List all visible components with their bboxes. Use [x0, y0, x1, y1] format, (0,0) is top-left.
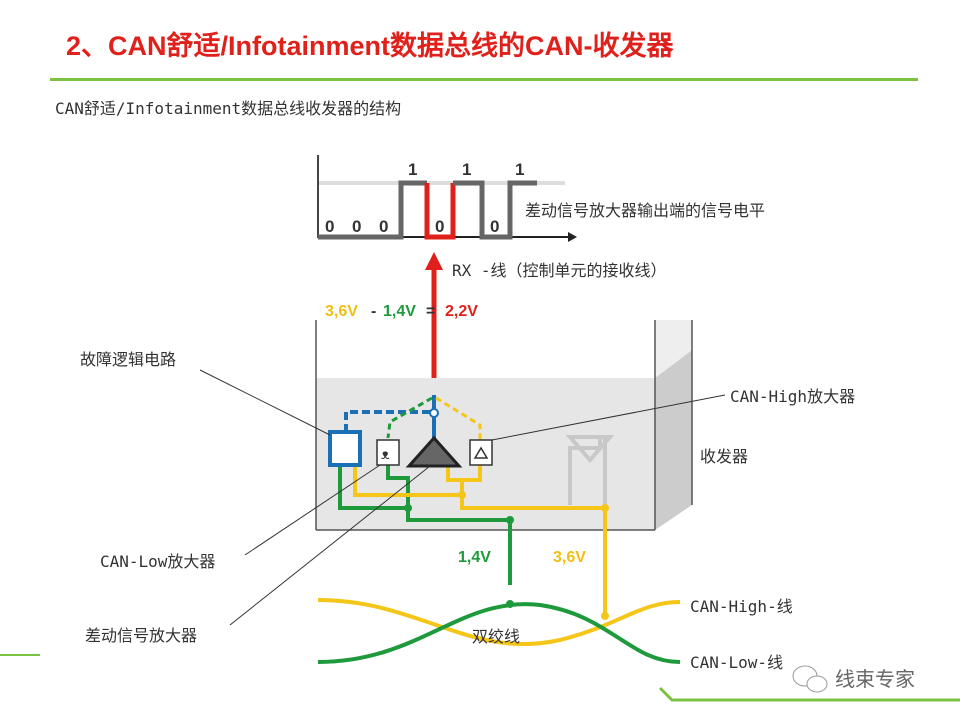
bit-label: 0 [490, 217, 499, 236]
watermark: 线束专家 [835, 667, 915, 691]
bit-label: 1 [408, 160, 417, 179]
up-arrow-icon [425, 252, 443, 270]
voltage-equation: 3,6V - 1,4V = 2,2V [325, 303, 478, 320]
label-transceiver: 收发器 [700, 447, 748, 466]
label-can-high-wire: CAN-High-线 [690, 597, 793, 616]
amplifier-icon [473, 446, 489, 459]
equation-result: 2,2V [445, 303, 478, 320]
label-high-voltage: 3,6V [553, 549, 586, 566]
equation-low: 1,4V [383, 303, 416, 320]
red-bit-segment [424, 183, 456, 240]
can-high-wire [317, 598, 681, 646]
can-low-amplifier [376, 439, 400, 466]
label-can-low-amp: CAN-Low放大器 [100, 552, 215, 571]
can-high-amplifier [469, 439, 493, 466]
slide-title: 2、CAN舒适/Infotainment数据总线的CAN-收发器 [66, 31, 674, 61]
bit-label: 0 [325, 217, 334, 236]
label-can-high-amp: CAN-High放大器 [730, 387, 855, 406]
bit-label: 1 [462, 160, 471, 179]
equation-high: 3,6V [325, 303, 358, 320]
can-low-wire-internal [338, 465, 512, 585]
bit-label: 0 [352, 217, 361, 236]
can-high-wire-internal [460, 495, 607, 615]
fault-logic-block [328, 430, 362, 467]
differential-amplifier-icon [405, 435, 463, 468]
can-low-wire [317, 602, 681, 664]
label-fault-logic: 故障逻辑电路 [80, 350, 176, 369]
waveform-label: 差动信号放大器输出端的信号电平 [525, 201, 765, 220]
label-diff-amp: 差动信号放大器 [85, 626, 197, 645]
bit-label: 0 [435, 217, 444, 236]
title-divider [50, 78, 918, 81]
wechat-icon [792, 665, 828, 693]
rx-label: RX -线（控制单元的接收线） [452, 261, 667, 280]
footer-divider-left [0, 654, 40, 656]
bit-label: 1 [515, 160, 524, 179]
equation-equals: = [426, 303, 435, 320]
equation-minus: - [371, 303, 376, 320]
label-low-voltage: 1,4V [458, 549, 491, 566]
label-twisted-pair: 双绞线 [472, 627, 520, 646]
transceiver-box [315, 320, 693, 531]
footer-divider-right [658, 686, 960, 702]
bit-label: 0 [379, 217, 388, 236]
label-can-low-wire: CAN-Low-线 [690, 653, 783, 672]
arrow-icon [568, 232, 577, 242]
signal-waveform: 0 0 0 1 1 1 0 0 差动信号放大器输出端的信号电平 [317, 155, 765, 242]
diagram-subtitle: CAN舒适/Infotainment数据总线收发器的结构 [55, 99, 401, 118]
amplifier-icon: ᴥ [381, 447, 390, 463]
